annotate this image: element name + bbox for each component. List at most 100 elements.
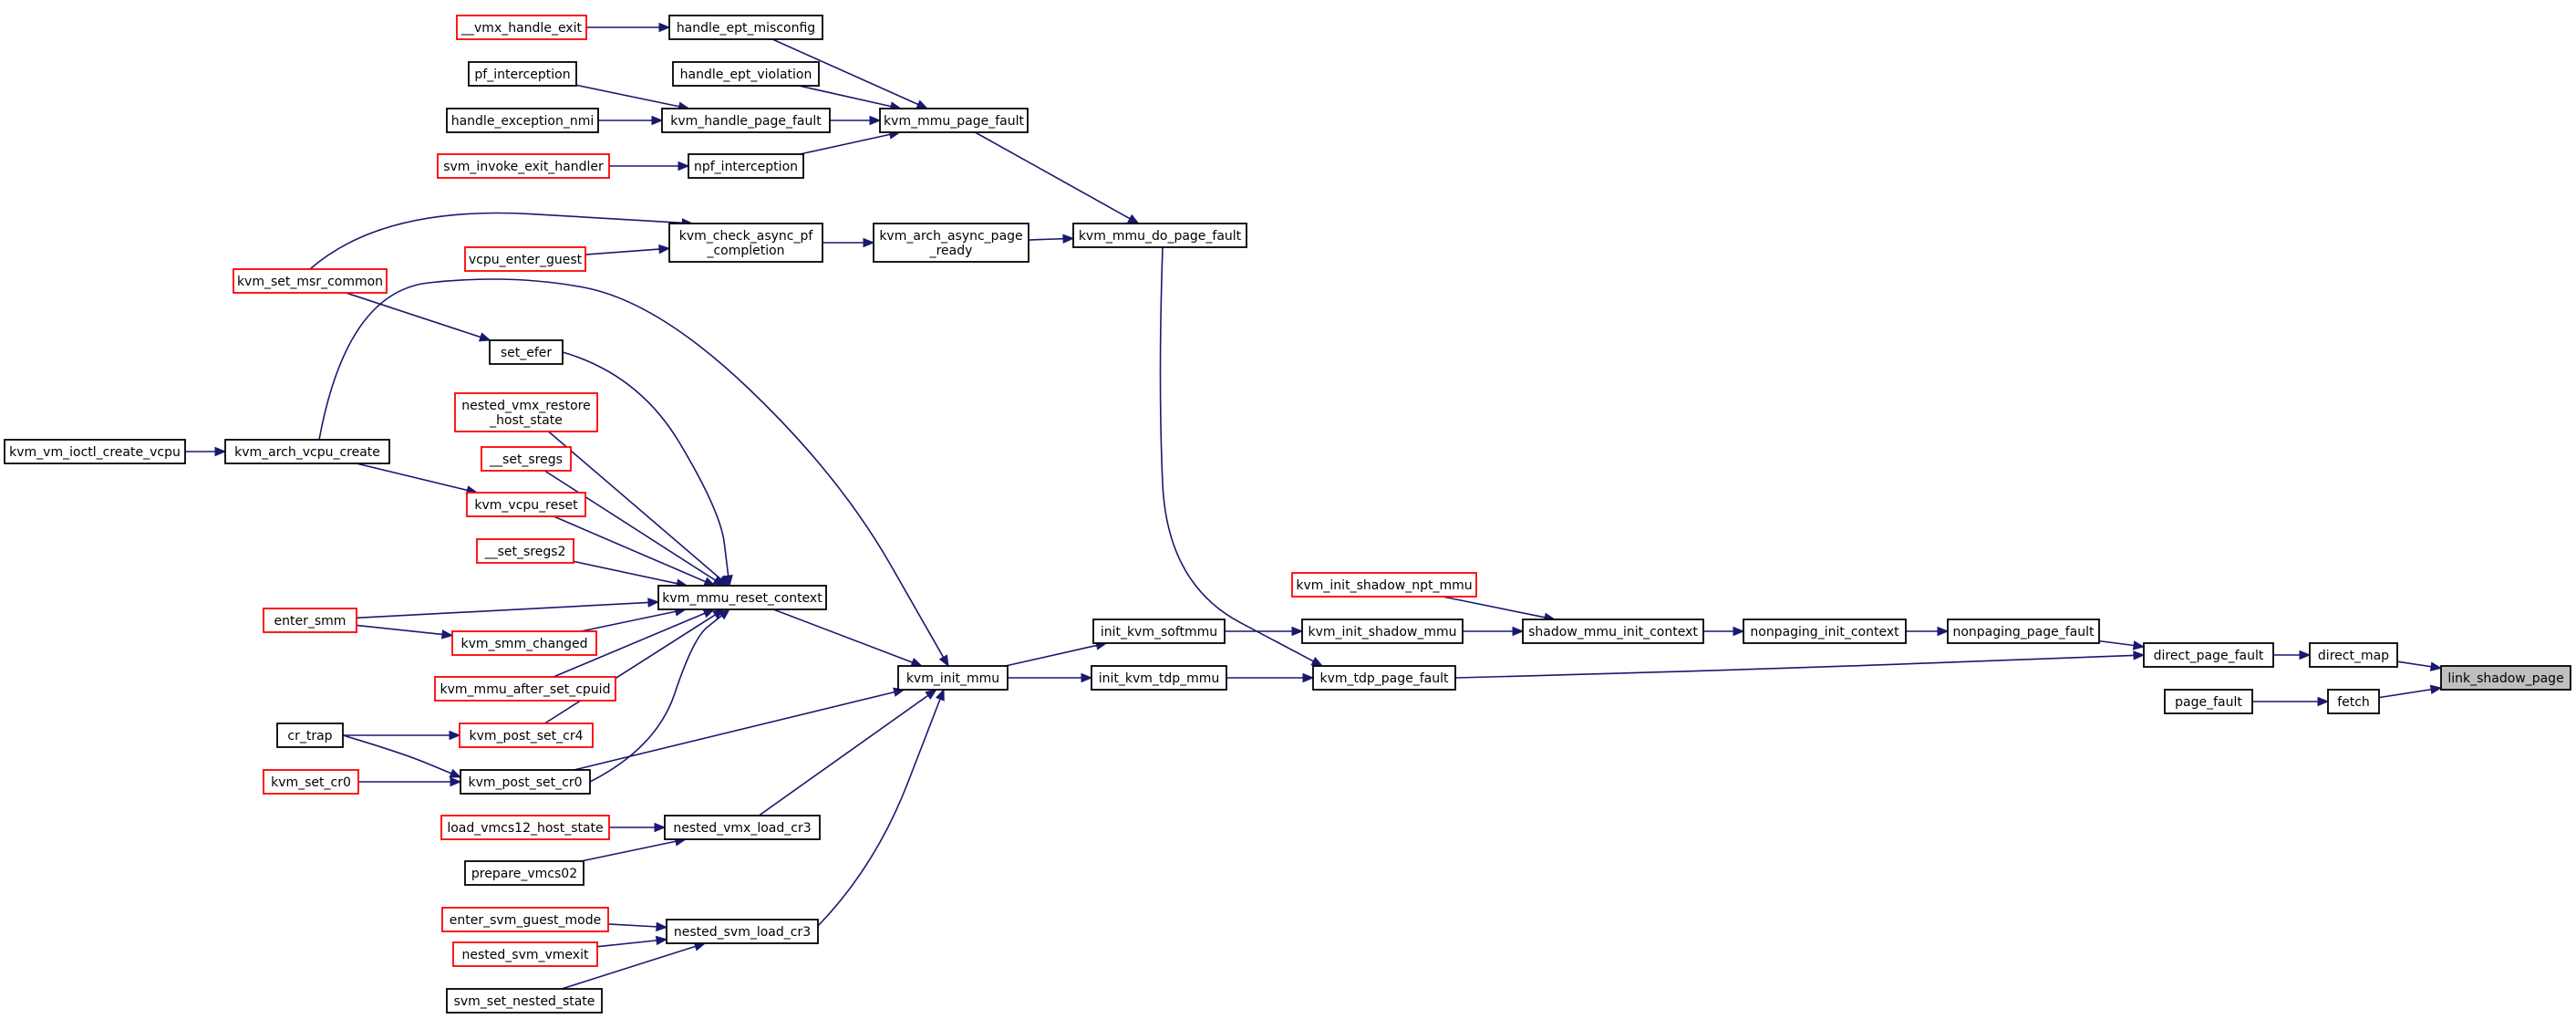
node-label: kvm_mmu_after_set_cpuid xyxy=(440,682,611,697)
node-label: _completion xyxy=(706,244,784,258)
node-enter-smm[interactable]: enter_smm xyxy=(263,608,357,633)
node-box xyxy=(2440,665,2571,691)
node-nested-svm-load-cr3[interactable]: nested_svm_load_cr3 xyxy=(666,919,819,944)
node-enter-svm-guest-mode[interactable]: enter_svm_guest_mode xyxy=(441,907,609,932)
node-box xyxy=(1091,665,1227,691)
node-kvm-init-shadow-npt-mmu[interactable]: kvm_init_shadow_npt_mmu xyxy=(1291,572,1477,598)
edge-kvm_check_async_pf_completion-to-kvm_arch_async_page_ready xyxy=(822,237,875,248)
node-vmx-handle-exit[interactable]: __vmx_handle_exit xyxy=(456,15,587,40)
node-npf-interception[interactable]: npf_interception xyxy=(688,153,804,179)
node-nonpaging-page-fault[interactable]: nonpaging_page_fault xyxy=(1947,619,2100,644)
node-handle-ept-violation[interactable]: handle_ept_violation xyxy=(672,61,820,87)
node-kvm-vm-ioctl-create-vcpu[interactable]: kvm_vm_ioctl_create_vcpu xyxy=(4,439,186,464)
node-nested-svm-vmexit[interactable]: nested_svm_vmexit xyxy=(452,941,598,967)
node-link-shadow-page: link_shadow_page xyxy=(2440,665,2571,691)
node-shadow-mmu-init-context[interactable]: shadow_mmu_init_context xyxy=(1522,619,1704,644)
node-box xyxy=(451,630,597,656)
node-handle-exception-nmi[interactable]: handle_exception_nmi xyxy=(446,108,599,133)
node-kvm-mmu-after-set-cpuid[interactable]: kvm_mmu_after_set_cpuid xyxy=(434,676,616,702)
edge-line xyxy=(596,940,657,948)
node-kvm-mmu-page-fault[interactable]: kvm_mmu_page_fault xyxy=(879,108,1029,133)
edge-kvm_handle_page_fault-to-kvm_mmu_page_fault xyxy=(830,115,882,126)
edge-kvm_post_set_cr0-to-kvm_mmu_reset_context xyxy=(589,608,731,783)
node-kvm-tdp-page-fault[interactable]: kvm_tdp_page_fault xyxy=(1312,665,1456,691)
node-kvm-mmu-reset-context[interactable]: kvm_mmu_reset_context xyxy=(657,585,827,610)
node-kvm-init-shadow-mmu[interactable]: kvm_init_shadow_mmu xyxy=(1301,619,1464,644)
node-nested-vmx-restore-host-state[interactable]: nested_vmx_restore_host_state xyxy=(454,392,598,432)
node-kvm-init-mmu[interactable]: kvm_init_mmu xyxy=(897,665,1009,691)
node-box xyxy=(668,223,823,263)
node-kvm-smm-changed[interactable]: kvm_smm_changed xyxy=(451,630,597,656)
node-box xyxy=(441,907,609,932)
node-set-sregs2[interactable]: __set_sregs2 xyxy=(476,538,574,564)
edge-direct_page_fault-to-direct_map xyxy=(2273,650,2312,660)
node-kvm-vcpu-reset[interactable]: kvm_vcpu_reset xyxy=(466,492,586,517)
edge-line xyxy=(2378,688,2432,699)
edge-kvm_mmu_reset_context-to-kvm_init_mmu xyxy=(772,608,924,667)
edge-line xyxy=(553,515,707,583)
edge-line xyxy=(318,278,945,658)
node-init-kvm-softmmu[interactable]: init_kvm_softmmu xyxy=(1092,619,1226,644)
edge-line xyxy=(758,694,929,816)
edge-set_sregs-to-kvm_mmu_reset_context xyxy=(543,470,725,587)
node-direct-map[interactable]: direct_map xyxy=(2309,642,2398,668)
edge-arrowhead xyxy=(935,688,945,702)
edge-vmx_handle_exit-to-handle_ept_misconfig xyxy=(586,22,671,33)
edge-line xyxy=(1454,654,2135,679)
node-page-fault[interactable]: page_fault xyxy=(2164,689,2253,714)
edge-arrowhead xyxy=(441,629,454,639)
node-svm-set-nested-state[interactable]: svm_set_nested_state xyxy=(446,988,603,1014)
node-handle-ept-misconfig[interactable]: handle_ept_misconfig xyxy=(668,15,823,40)
node-kvm-mmu-do-page-fault[interactable]: kvm_mmu_do_page_fault xyxy=(1072,223,1247,248)
node-prepare-vmcs02[interactable]: prepare_vmcs02 xyxy=(464,860,585,886)
node-fetch[interactable]: fetch xyxy=(2327,689,2380,714)
edge-kvm_vcpu_reset-to-kvm_mmu_reset_context xyxy=(553,515,717,587)
node-label: pf_interception xyxy=(474,68,570,82)
node-label: npf_interception xyxy=(694,160,798,174)
node-kvm-arch-async-page-ready[interactable]: kvm_arch_async_page_ready xyxy=(873,223,1029,263)
node-kvm-arch-vcpu-create[interactable]: kvm_arch_vcpu_create xyxy=(224,439,390,464)
edge-prepare_vmcs02-to-nested_vmx_load_cr3 xyxy=(580,837,688,862)
edge-enter_smm-to-kvm_mmu_reset_context xyxy=(356,598,660,619)
node-kvm-post-set-cr4[interactable]: kvm_post_set_cr4 xyxy=(459,723,594,748)
edge-arrowhead xyxy=(478,332,491,342)
node-label: set_efer xyxy=(501,346,553,360)
node-box xyxy=(1312,665,1456,691)
node-label: _host_state xyxy=(489,413,563,428)
edge-kvm_post_set_cr4-to-kvm_mmu_reset_context xyxy=(543,608,725,724)
node-box xyxy=(459,723,594,748)
node-kvm-check-async-pf-completion[interactable]: kvm_check_async_pf_completion xyxy=(668,223,823,263)
node-pf-interception[interactable]: pf_interception xyxy=(468,61,577,87)
node-set-efer[interactable]: set_efer xyxy=(489,339,564,365)
node-nested-vmx-load-cr3[interactable]: nested_vmx_load_cr3 xyxy=(664,815,821,840)
edge-arrowhead xyxy=(1512,626,1525,637)
node-cr-trap[interactable]: cr_trap xyxy=(276,723,344,748)
node-direct-page-fault[interactable]: direct_page_fault xyxy=(2143,642,2274,668)
node-kvm-post-set-cr0[interactable]: kvm_post_set_cr0 xyxy=(460,769,591,795)
node-set-sregs[interactable]: __set_sregs xyxy=(481,446,572,472)
node-nonpaging-init-context[interactable]: nonpaging_init_context xyxy=(1743,619,1907,644)
edge-line xyxy=(2098,639,2135,647)
node-load-vmcs12-host-state[interactable]: load_vmcs12_host_state xyxy=(440,815,610,840)
edge-kvm_mmu_do_page_fault-to-kvm_tdp_page_fault xyxy=(1159,246,1324,667)
node-kvm-handle-page-fault[interactable]: kvm_handle_page_fault xyxy=(661,108,831,133)
node-box xyxy=(657,585,827,610)
edge-enter_smm-to-kvm_smm_changed xyxy=(356,624,454,639)
node-box xyxy=(1092,619,1226,644)
node-svm-invoke-exit-handler[interactable]: svm_invoke_exit_handler xyxy=(437,153,610,179)
node-kvm-set-msr-common[interactable]: kvm_set_msr_common xyxy=(233,268,388,294)
node-init-kvm-tdp-mmu[interactable]: init_kvm_tdp_mmu xyxy=(1091,665,1227,691)
edge-line xyxy=(562,351,729,577)
edge-fetch-to-link_shadow_page xyxy=(2378,684,2443,699)
edge-line xyxy=(547,431,721,580)
node-label: handle_exception_nmi xyxy=(451,114,595,129)
node-vcpu-enter-guest[interactable]: vcpu_enter_guest xyxy=(464,246,586,272)
node-label: nested_svm_vmexit xyxy=(462,948,589,962)
edge-arrowhead xyxy=(651,115,664,126)
edge-kvm_tdp_page_fault-to-direct_page_fault xyxy=(1454,650,2146,679)
node-kvm-set-cr0[interactable]: kvm_set_cr0 xyxy=(263,769,359,795)
node-label: kvm_init_shadow_mmu xyxy=(1309,625,1457,639)
edge-kvm_init_mmu-to-init_kvm_softmmu xyxy=(1005,640,1108,667)
edge-arrowhead xyxy=(712,576,725,587)
edge-line xyxy=(543,614,716,724)
